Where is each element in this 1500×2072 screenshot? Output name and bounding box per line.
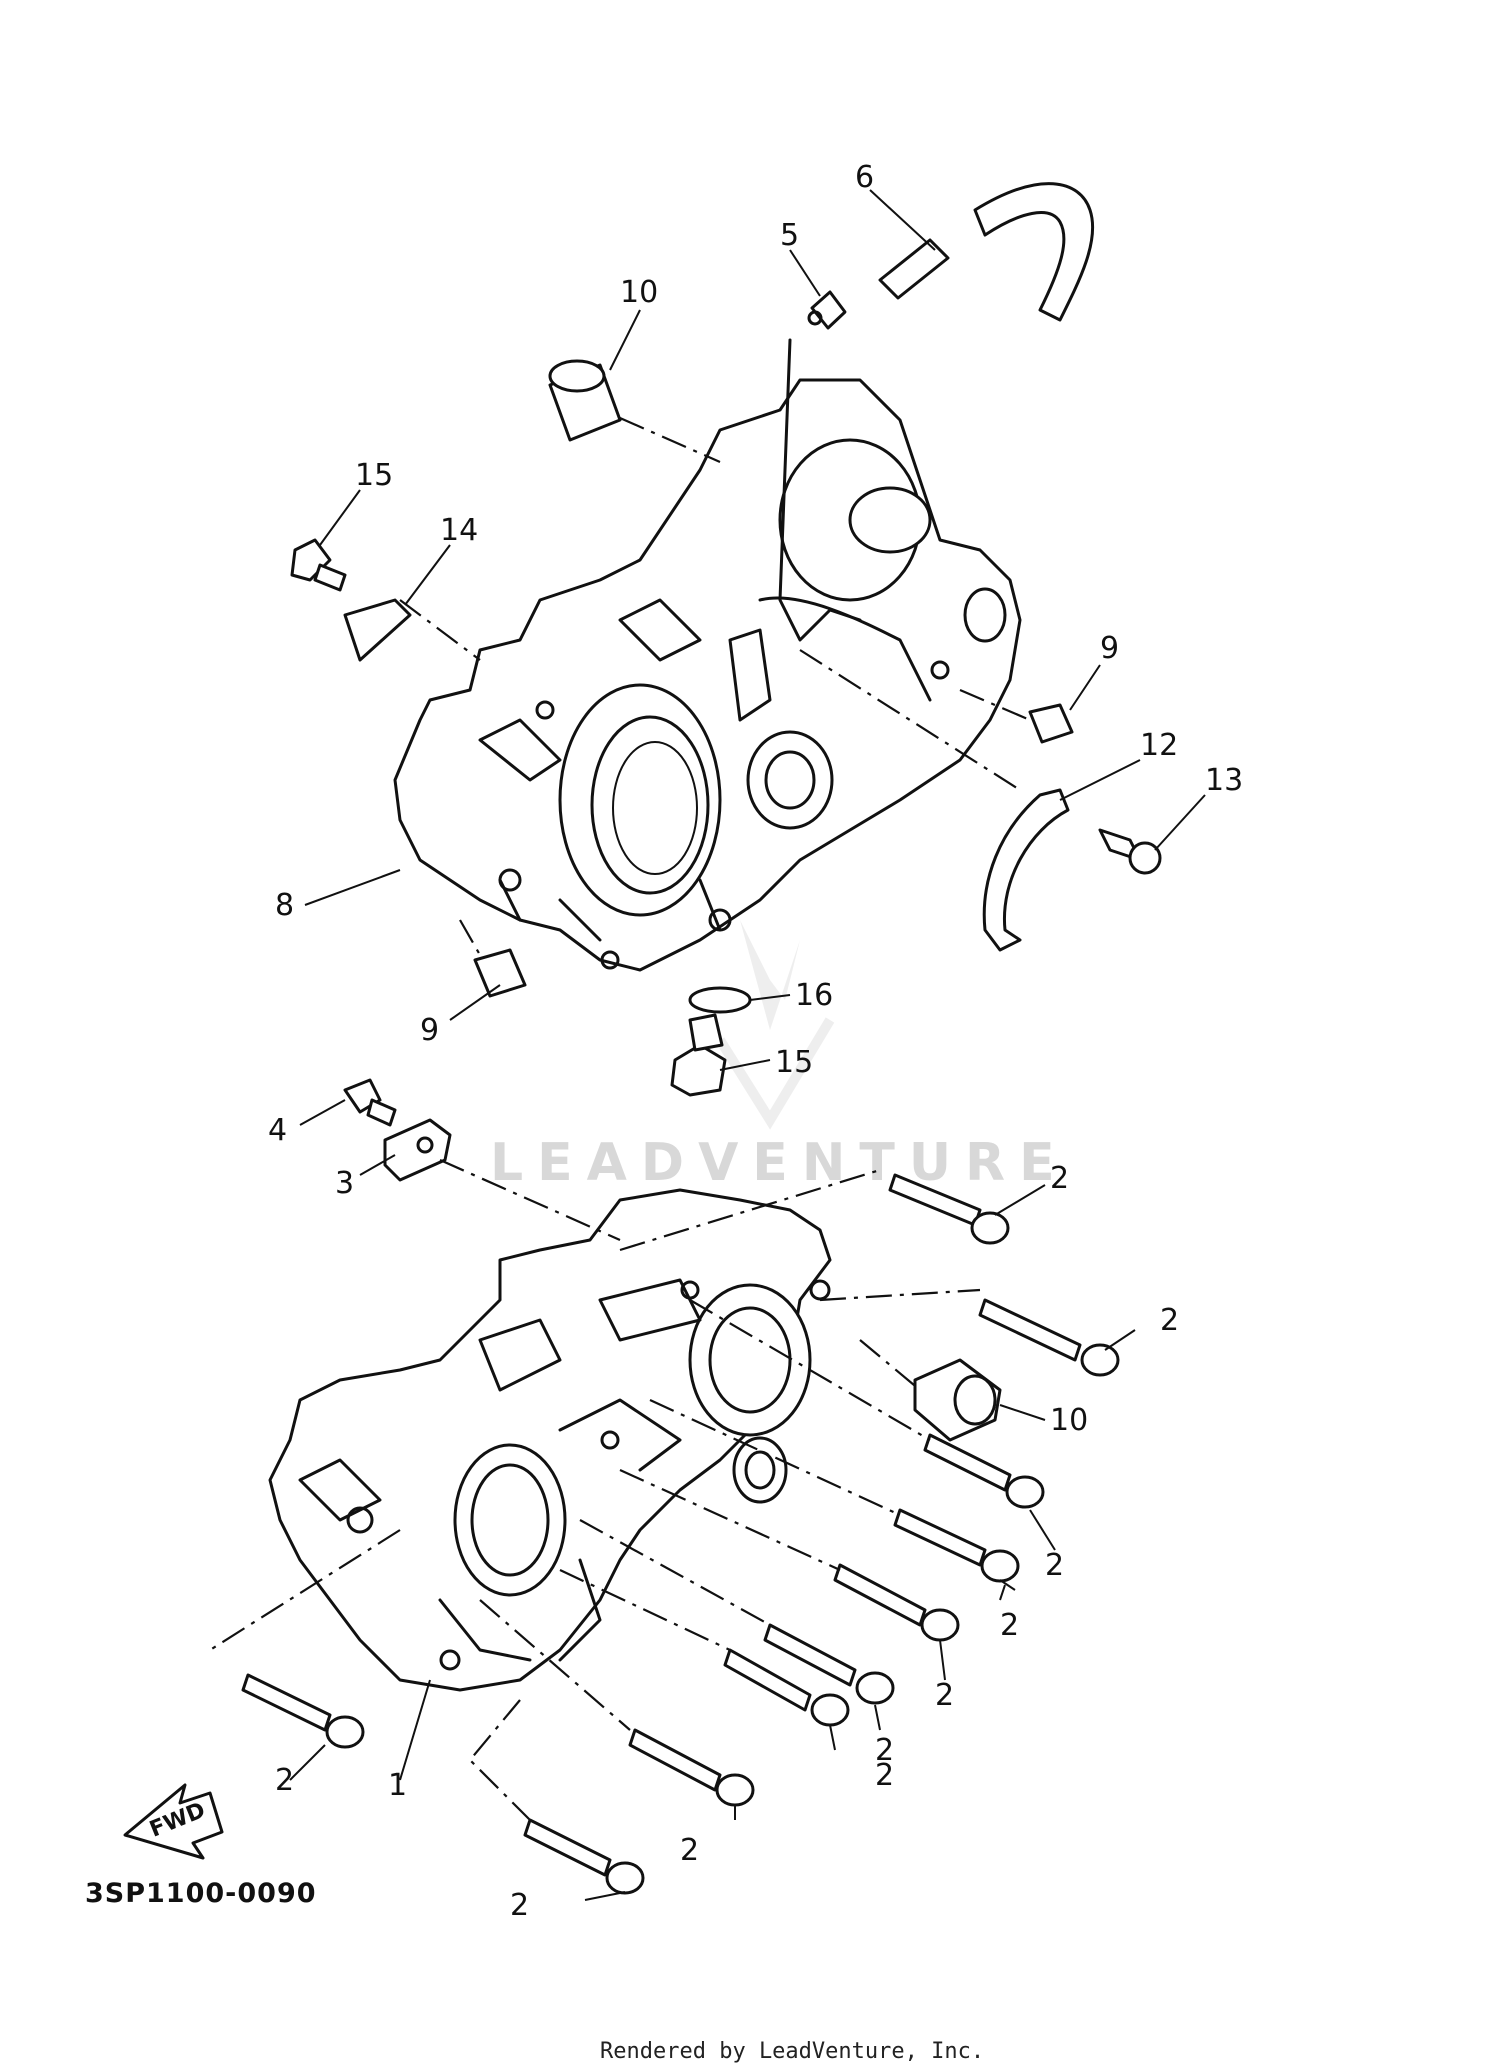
callout-2-r4: 2 (875, 1733, 894, 1768)
callout-9-right: 9 (1100, 631, 1119, 666)
clamp-part-11 (982, 788, 1070, 952)
plate-part-13 (343, 598, 412, 662)
bolt-2-bottom (523, 1818, 645, 1895)
callout-2-r6: 2 (680, 1833, 699, 1868)
bolt-2-r2 (893, 1508, 1020, 1583)
bolt-2-top (888, 1173, 1010, 1245)
bolt-part-12 (1098, 828, 1162, 875)
callout-11: 12 (1140, 728, 1178, 763)
callout-10-lower: 10 (1050, 1403, 1088, 1438)
callout-8: 8 (275, 888, 294, 923)
callout-1: 1 (388, 1768, 407, 1803)
bush-part-10-upper (548, 359, 622, 442)
bracket-part-4 (383, 1118, 452, 1182)
callout-4: 3 (335, 1166, 354, 1201)
callout-16: 16 (795, 978, 833, 1013)
washer-part-16 (688, 986, 752, 1014)
callout-2-top: 2 (1050, 1161, 1069, 1196)
leader-lines (289, 189, 1206, 1901)
footer-credit: Rendered by LeadVenture, Inc. (600, 2039, 984, 2064)
callout-2-r5: 2 (875, 1758, 894, 1793)
callout-2-bottom: 2 (510, 1888, 529, 1923)
callout-5: 4 (268, 1113, 287, 1148)
bush-part-10-lower (913, 1358, 1002, 1442)
callout-2-r2: 2 (1000, 1608, 1019, 1643)
callout-12: 13 (1205, 763, 1243, 798)
bolt-part-14 (290, 538, 347, 592)
bolt-2-left (241, 1673, 365, 1749)
callout-2-r3: 2 (935, 1678, 954, 1713)
callout-10-upper: 10 (620, 275, 658, 310)
dowel-part-9-right (1028, 703, 1074, 744)
bolt-2-r3 (833, 1563, 960, 1642)
bolt-2-r4 (763, 1623, 895, 1705)
bolt-set (241, 1173, 1120, 1895)
plug-part-15 (670, 1013, 727, 1097)
callout-3: 2 (1160, 1303, 1179, 1338)
fitting-part-6 (807, 290, 847, 330)
screw-part-5 (343, 1078, 397, 1127)
callout-2-r1: 2 (1045, 1548, 1064, 1583)
callout-2-left: 2 (275, 1763, 294, 1798)
watermark-text: LEADVENTURE (490, 1133, 1069, 1193)
callout-7: 6 (855, 160, 874, 195)
hose-part-7 (878, 182, 1095, 322)
part-code: 3SP1100-0090 (85, 1878, 317, 1909)
callout-6: 5 (780, 218, 799, 253)
bolt-2-r5 (723, 1648, 850, 1727)
bolt-3 (978, 1298, 1120, 1377)
crankcase-left-half (268, 1188, 832, 1692)
dowel-part-9-lower (473, 948, 527, 998)
callout-14: 15 (355, 458, 393, 493)
callout-15: 15 (775, 1045, 813, 1080)
callout-9-lower: 9 (420, 1013, 439, 1048)
fwd-arrow-icon: FWD (123, 1783, 224, 1860)
callout-13: 14 (440, 513, 478, 548)
crankcase-right-half (393, 338, 1022, 972)
bolt-2-r6 (628, 1728, 755, 1807)
watermark-logo-icon (715, 920, 835, 1130)
bolt-2-r1 (923, 1433, 1045, 1509)
